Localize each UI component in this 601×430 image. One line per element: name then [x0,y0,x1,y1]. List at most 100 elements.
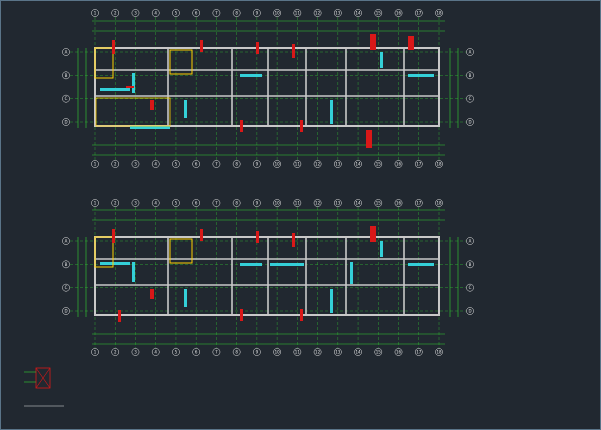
axis-bubble [212,9,221,17]
axis-bubble [313,199,322,207]
axis-bubble [333,160,342,168]
axis-bubble [111,348,120,356]
axis-label: D [468,309,471,314]
axis-label: A [65,50,68,55]
axis-label: 11 [295,350,301,355]
axis-label: 16 [396,162,402,167]
axis-bubble [435,160,443,168]
axis-bubble [466,118,474,126]
axis-bubble [151,160,160,168]
axis-bubble [414,199,423,207]
axis-label: A [469,50,472,55]
axis-label: 9 [256,162,259,167]
axis-label: 17 [416,162,422,167]
axis-label: 15 [376,350,382,355]
axis-bubble [111,160,120,168]
axis-bubble [273,348,281,356]
axis-bubble [333,348,342,356]
axis-bubble [466,71,474,80]
axis-label: 13 [335,201,341,206]
axis-label: 6 [195,162,198,167]
axis-label: 18 [436,201,442,206]
axis-label: 4 [154,201,157,206]
axis-label: 18 [436,11,442,16]
highlight-areas-lower [94,236,193,268]
axis-bubble [131,348,140,356]
axis-bubble [91,160,99,168]
axis-bubble [435,199,443,207]
axis-label: 11 [295,162,301,167]
axis-label: C [65,285,68,290]
axis-bubble [466,237,474,245]
axis-label: 8 [235,201,238,206]
axis-label: A [469,239,472,244]
axis-label: 16 [396,11,402,16]
axis-bubble [414,348,423,356]
axis-label: 3 [134,350,137,355]
axis-label: 10 [275,201,281,206]
axis-bubble [354,199,362,207]
axis-label: 17 [416,201,422,206]
dimension-lines-lower [77,209,459,345]
axis-bubble [232,9,241,17]
axis-label: 5 [175,162,178,167]
axis-label: 7 [215,11,218,16]
axis-label: 9 [256,11,259,16]
axis-label: 5 [175,11,178,16]
axis-bubble [273,199,281,207]
axis-bubble [253,199,261,207]
axis-bubble [253,160,261,168]
axis-bubble [253,348,261,356]
axis-label: 8 [235,11,238,16]
legend-block [24,367,64,407]
axis-bubble [172,160,180,168]
axis-bubble [172,199,180,207]
floor-plan-lower: 1122334455667788991010111112121313141415… [62,199,474,356]
axis-bubble [212,348,221,356]
axis-label: C [65,96,68,101]
axis-label: B [469,73,472,78]
axis-bubble [466,94,474,103]
axis-bubble [232,199,241,207]
axis-bubble [394,199,403,207]
axis-bubble [131,9,140,17]
axis-label: 5 [175,201,178,206]
axis-bubble [151,9,160,17]
axis-label: 1 [94,11,97,16]
axis-label: 2 [114,11,117,16]
axis-label: A [65,239,68,244]
axis-bubble [414,9,423,17]
axis-label: 18 [436,350,442,355]
axis-label: 12 [315,201,321,206]
grid-lines-lower: 1122334455667788991010111112121313141415… [62,199,474,356]
axis-bubble [62,94,70,103]
axis-label: 18 [436,162,442,167]
axis-bubble [374,160,383,168]
axis-bubble [151,199,160,207]
axis-label: 1 [94,350,97,355]
axis-label: 6 [195,350,198,355]
axis-label: 12 [315,162,321,167]
axis-label: 2 [114,162,117,167]
axis-bubble [151,348,160,356]
axis-bubble [374,9,383,17]
axis-bubble [394,160,403,168]
axis-label: 15 [376,11,382,16]
axis-label: B [65,262,68,267]
axis-bubble [111,199,120,207]
axis-bubble [62,237,70,245]
axis-bubble [232,160,241,168]
highlight-areas-upper [94,47,193,127]
axis-bubble [62,307,70,315]
axis-bubble [131,160,140,168]
axis-bubble [333,199,342,207]
axis-label: 15 [376,162,382,167]
axis-bubble [374,348,383,356]
axis-bubble [293,160,302,168]
axis-label: 14 [356,11,362,16]
axis-bubble [374,199,383,207]
axis-bubble [192,9,201,17]
axis-bubble [354,9,362,17]
